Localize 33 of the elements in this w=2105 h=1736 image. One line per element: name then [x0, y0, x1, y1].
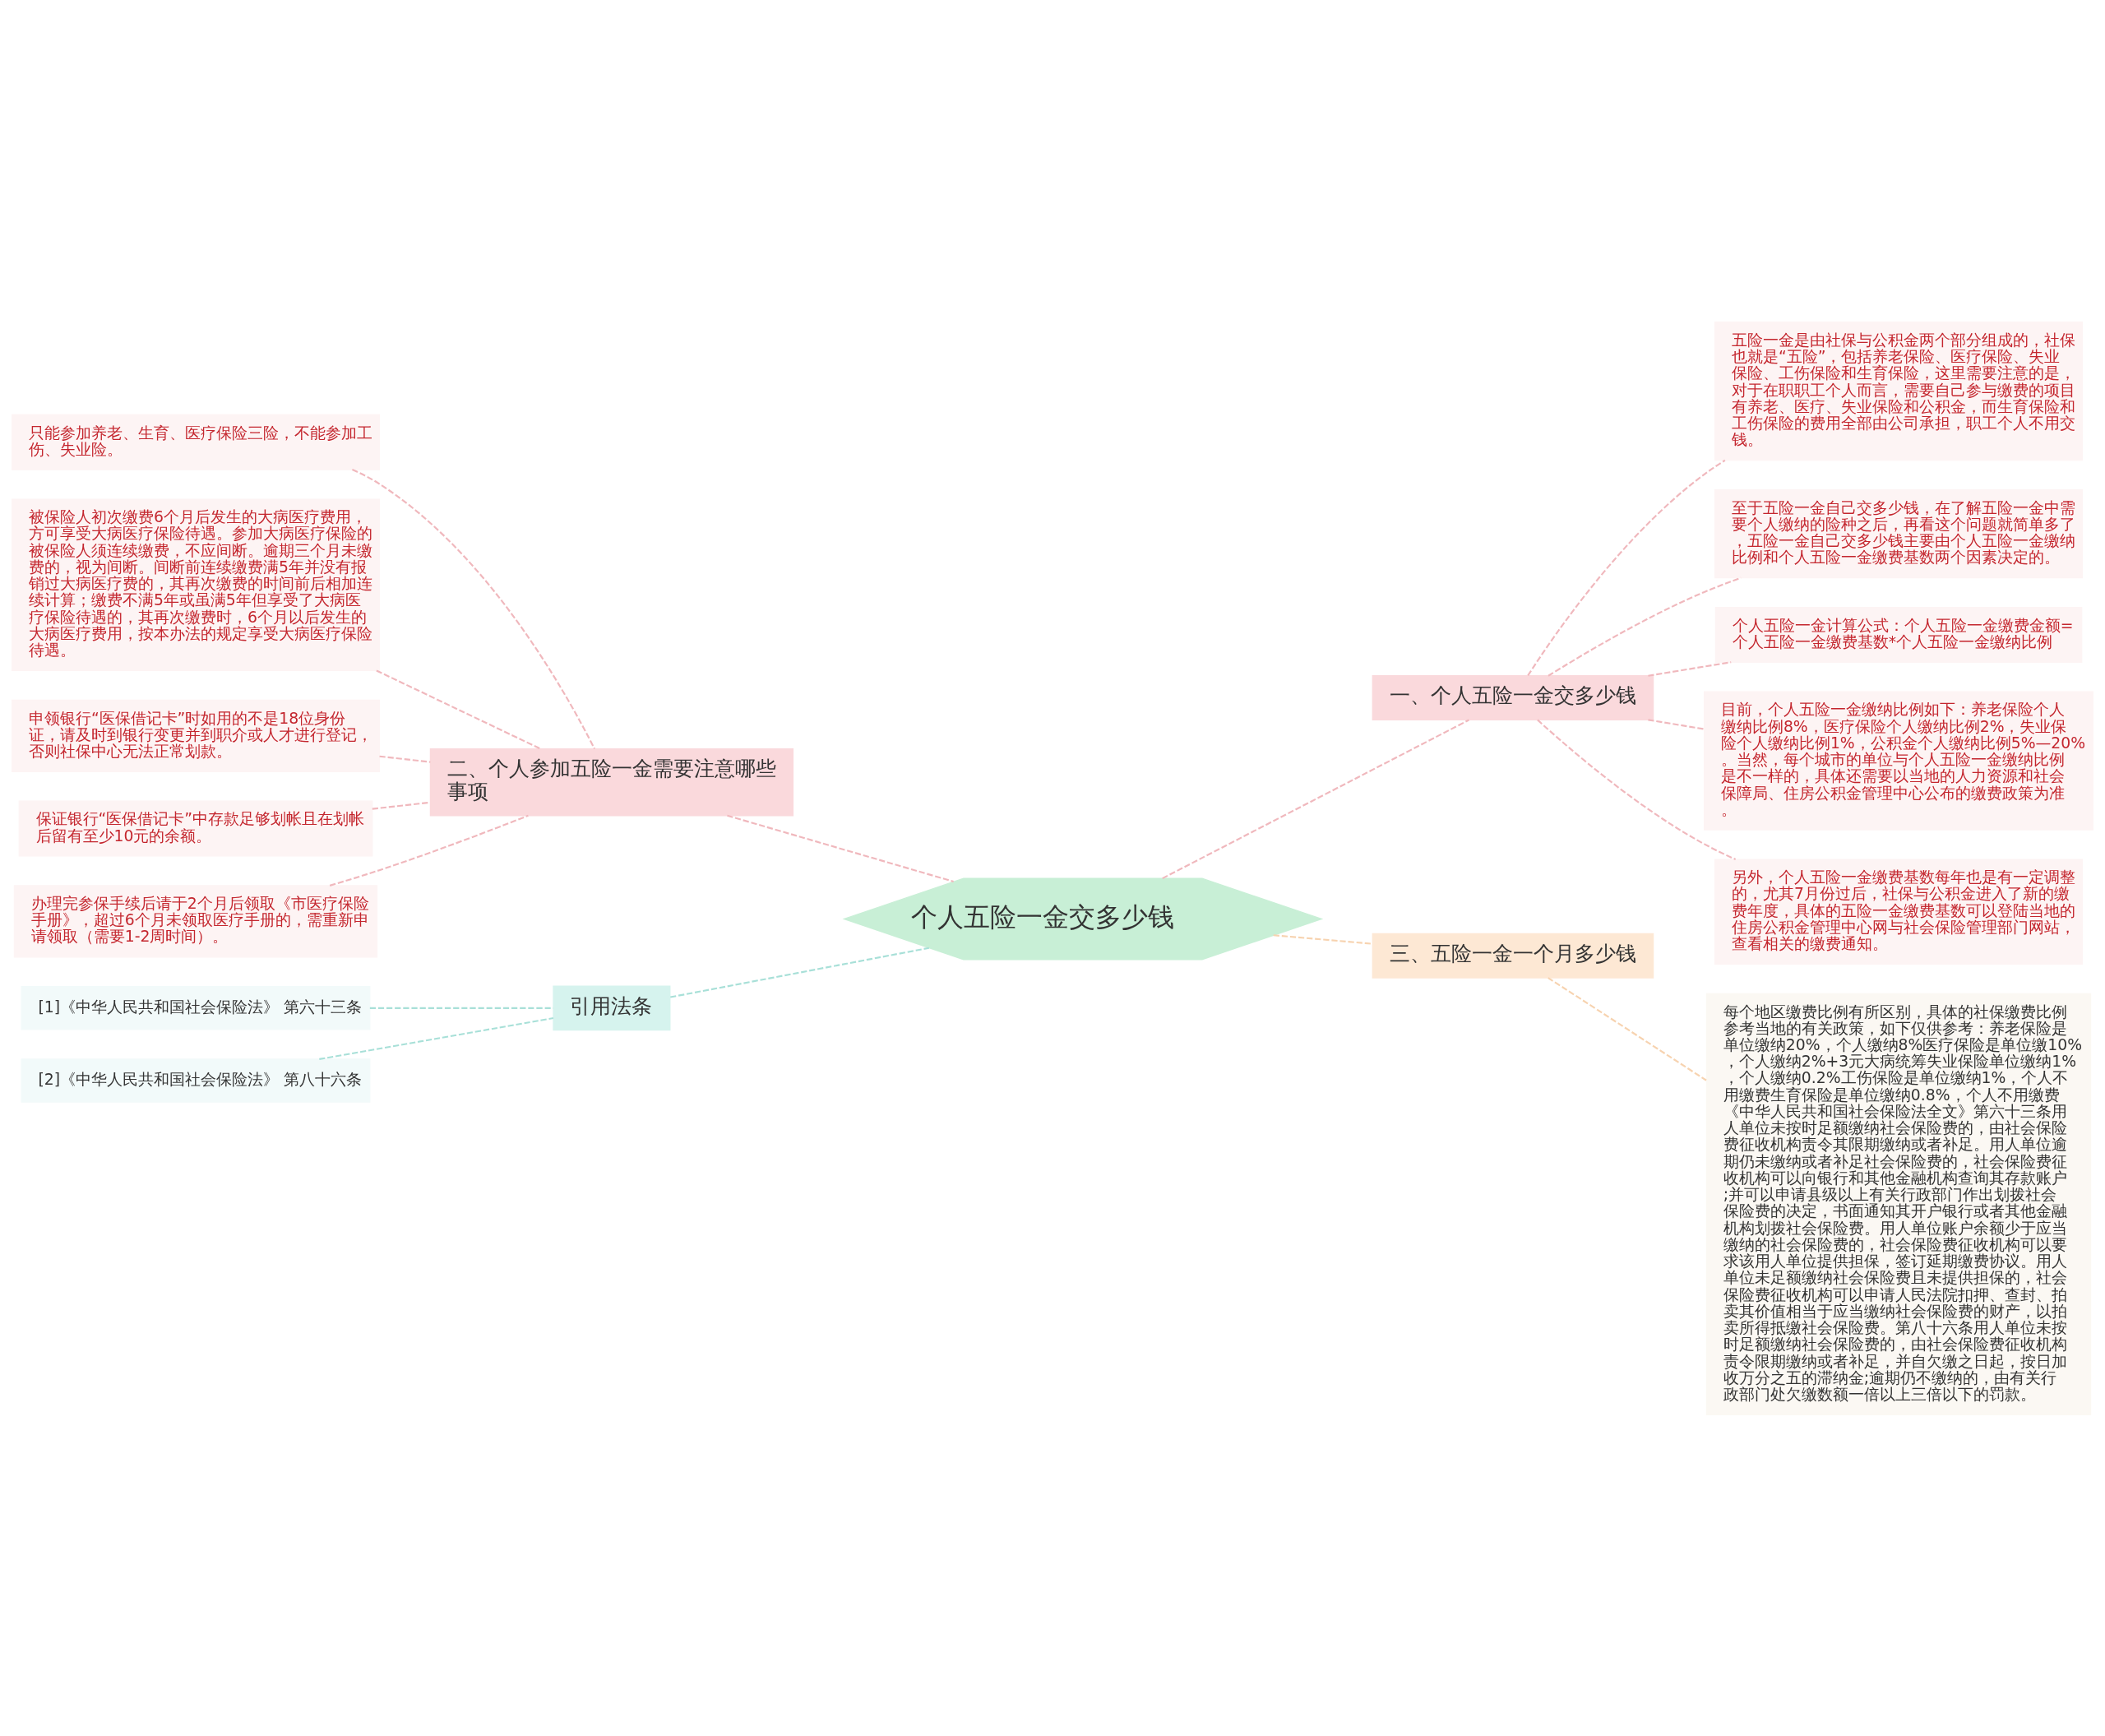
connector: [1648, 718, 1705, 730]
connector: [727, 814, 954, 882]
node-box: 保证银行“医保借记卡”中存款足够划帐且在划帐后留有至少10元的余额。: [18, 800, 373, 857]
node-box: 申领银行“医保借记卡”时如用的不是18位身份证，请及时到银行变更并到职介或人才进行登记，否则社保中心无法正常划款。: [11, 699, 381, 772]
node-box: [2]《中华人民共和国社会保险法》 第八十六条: [21, 1058, 371, 1103]
connector: [319, 1016, 554, 1060]
node-box: 一、个人五险一金交多少钱: [1372, 674, 1654, 720]
connector: [379, 755, 431, 763]
connector: [1548, 976, 1707, 1081]
node-box: 个人五险一金计算公式：个人五险一金缴费金额=个人五险一金缴费基数*个人五险一金缴纳比例: [1714, 606, 2083, 663]
connector: [329, 814, 529, 887]
node-box: 办理完参保手续后请于2个月后领取《市医疗保险手册》，超过6个月未领取医疗手册的，需重新申请领取（需要1-2周时间）。: [13, 884, 378, 957]
node-box: 被保险人初次缴费6个月后发生的大病医疗费用，方可享受大病医疗保险待遇。参加大病医疗保险的被保险人须连续缴费，不应间断。逾期三个月未缴费的，视为间断。间断前连续缴费满5年并没有报销过大病医疗费的，其再次缴费的时间前后相加连续计算；缴费不满5年或虽满5年但享受了大病医疗保险待遇的，其再次缴费时，6个月以后发生的大病医疗费用，按本办法的规定享受大病医疗保险待遇。: [11, 498, 381, 671]
connector: [369, 1007, 553, 1009]
node-box: 三、五险一金一个月多少钱: [1372, 933, 1654, 979]
connector: [1648, 660, 1732, 677]
connector: [351, 468, 595, 749]
connector: [1273, 933, 1373, 945]
connector: [376, 669, 541, 750]
node-box: [1]《中华人民共和国社会保险法》 第六十三条: [21, 985, 371, 1030]
node-box: 二、个人参加五险一金需要注意哪些事项: [429, 748, 794, 816]
connector: [670, 947, 930, 998]
connector: [1527, 459, 1726, 676]
connector: [1162, 719, 1469, 879]
node-box: 只能参加养老、生育、医疗保险三险，不能参加工伤、失业险。: [11, 414, 381, 470]
connector: [1537, 719, 1737, 860]
node-box: 另外，个人五险一金缴费基数每年也是有一定调整的，尤其7月份过后，社保与公积金进入了新的缴费年度，具体的五险一金缴费基数可以登陆当地的住房公积金管理中心网与社会保险管理部门网站，查看相关的缴费通知。: [1714, 858, 2084, 965]
node-box: 至于五险一金自己交多少钱，在了解五险一金中需要个人缴纳的险种之后，再看这个问题就简单多了，五险一金自己交多少钱主要由个人五险一金缴纳比例和个人五险一金缴费基数两个因素决定的。: [1714, 488, 2084, 578]
node-box: 五险一金是由社保与公积金两个部分组成的，社保也就是“五险”，包括养老保险、医疗保险、失业保险、工伤保险和生育保险，这里需要注意的是，对于在职职工个人而言，需要自己参与缴费的项目有养老、医疗、失业保险和公积金，而生育保险和工伤保险的费用全部由公司承担，职工个人不用交钱。: [1714, 321, 2084, 461]
node-box: 引用法条: [553, 984, 671, 1030]
node-box: 每个地区缴费比例有所区别，具体的社保缴费比例参考当地的有关政策，如下仅供参考：养老保险是单位缴纳20%，个人缴纳8%医疗保险是单位缴10%，个人缴纳2%+3元大病统筹失业保险单位缴纳1%，个人缴纳0.2%工伤保险是单位缴纳1%，个人不用缴费生育保险是单位缴纳0.8%，个人不用缴费《中华人民共和国社会保险法全文》第六十三条用人单位未按时足额缴纳社会保险费的，由社会保险费征收机构责令其限期缴纳或者补足。用人单位逾期仍未缴纳或者补足社会保险费的，社会保险费征收机构可以向银行和其他金融机构查询其存款账户;并可以申请县级以上有关行政部门作出划拨社会保险费的决定，书面通知其开户银行或者其他金融机构划拨社会保险费。用人单位账户余额少于应当缴纳的社会保险费的，社会保险费征收机构可以要求该用人单位提供担保，签订延期缴费协议。用人单位未足额缴纳社会保险费且未提供担保的，社会保险费征收机构可以申请人民法院扣押、查封、拍卖其价值相当于应当缴纳社会保险费的财产，以拍卖所得抵缴社会保险费。第八十六条用人单位未按时足额缴纳社会保险费的，由社会保险费征收机构责令限期缴纳或者补足，并自欠缴之日起，按日加收万分之五的滞纳金;逾期仍不缴纳的，由有关行政部门处欠缴数额一倍以上三倍以下的罚款。: [1705, 993, 2092, 1415]
node-box: 目前，个人五险一金缴纳比例如下：养老保险个人缴纳比例8%，医疗保险个人缴纳比例2%，失业保险个人缴纳比例1%，公积金个人缴纳比例5%—20%。当然，每个城市的单位与个人五险一金缴纳比例是不一样的，具体还需要以当地的人力资源和社会保障局、住房公积金管理中心公布的缴费政策为准。: [1703, 691, 2094, 831]
connector: [1548, 576, 1742, 677]
